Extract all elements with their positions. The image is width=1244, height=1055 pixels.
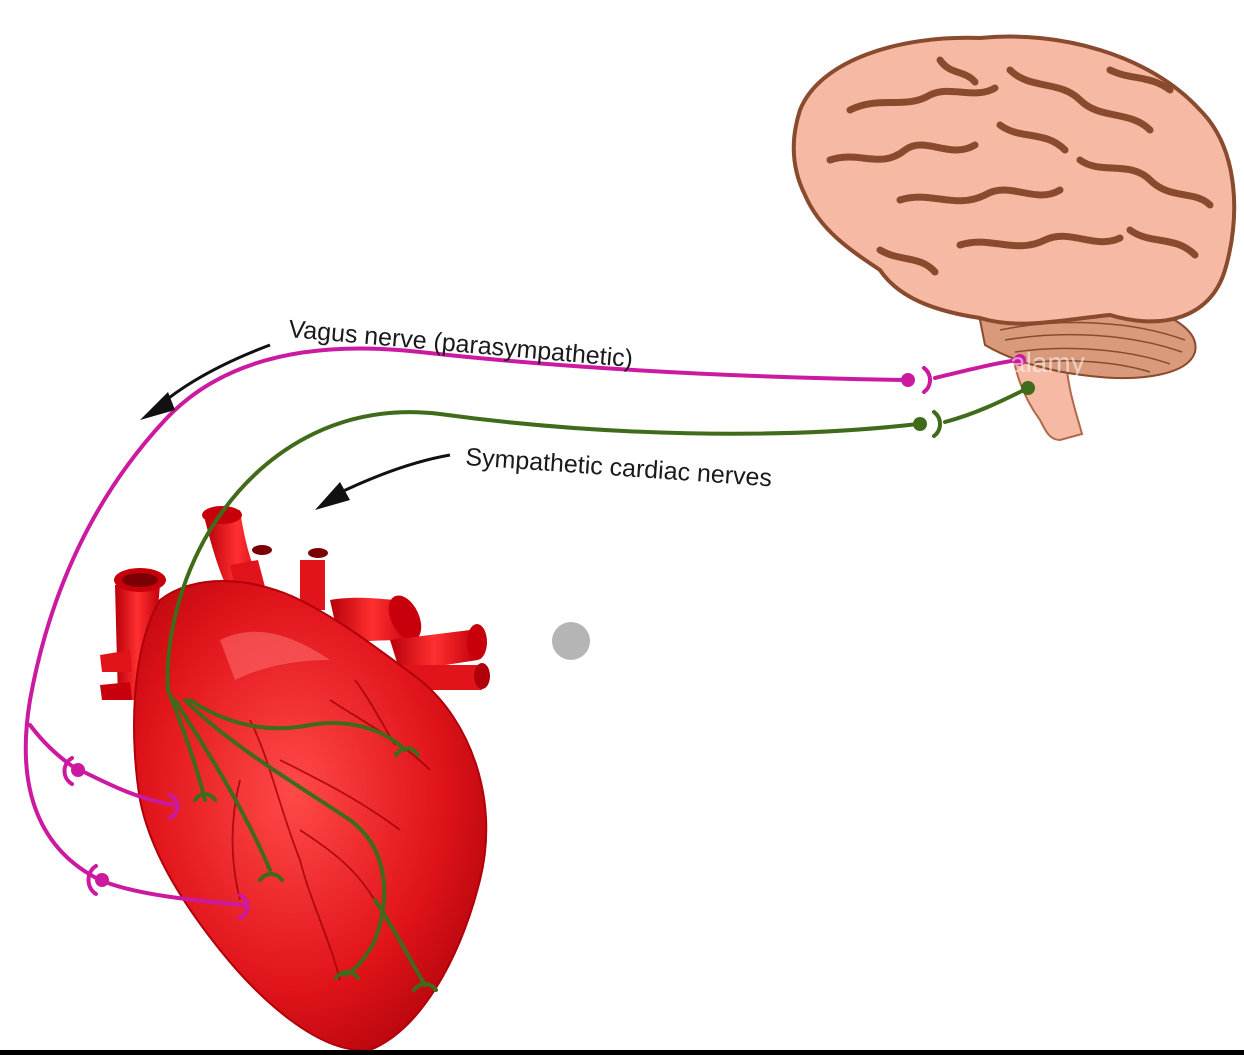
arrow-icon	[140, 343, 271, 420]
heart	[100, 506, 490, 1052]
sympathetic-branch-5	[373, 898, 427, 987]
synapse-icon	[62, 354, 1026, 920]
sympathetic-branch-3	[183, 698, 387, 977]
sympathetic-nerve	[165, 386, 1030, 987]
brain-gyri	[826, 56, 1214, 276]
arrow-icon	[315, 453, 451, 510]
vagus-postganglionic-lower	[103, 880, 247, 907]
heart-highlight	[220, 631, 330, 680]
sympathetic-main-trunk	[165, 410, 920, 692]
vagus-main-trunk	[23, 346, 907, 882]
cerebellum-folds	[999, 321, 1186, 373]
heart-body	[133, 580, 488, 1052]
vagus-branch-upper	[28, 723, 77, 770]
brain	[791, 34, 1237, 442]
vagus-brainstem-segment	[933, 358, 1020, 380]
sympathetic-brainstem-segment	[943, 386, 1030, 424]
vagus-nerve	[23, 346, 1020, 907]
synapse-icon	[193, 381, 1035, 992]
vagus-postganglionic-upper	[78, 768, 177, 807]
watermark: alamy	[1010, 347, 1085, 378]
sympathetic-branch-4	[188, 698, 407, 752]
bottom-bar	[0, 1050, 1244, 1055]
sympathetic-branch-1	[166, 688, 207, 802]
sympathetic-branch-2	[173, 698, 272, 872]
sympathetic-nerve-label: Sympathetic cardiac nerves	[465, 443, 773, 492]
cerebrum	[791, 34, 1237, 326]
grey-dot	[552, 622, 590, 660]
vagus-nerve-label: Vagus nerve (parasympathetic)	[287, 315, 634, 373]
